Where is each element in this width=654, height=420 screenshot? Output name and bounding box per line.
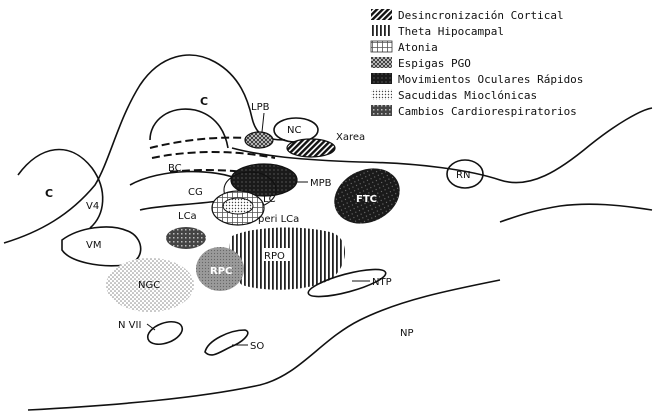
label-lpb: LPB — [251, 102, 270, 113]
label-lca: LCa — [178, 211, 197, 222]
label-ngc: NGC — [138, 280, 160, 291]
cardio-region — [166, 227, 206, 249]
n-vii-nucleus — [145, 317, 186, 348]
label-peri-lca: peri LCa — [258, 214, 299, 225]
swatch-dark-cross-icon — [371, 57, 392, 68]
pons-right-outline — [500, 204, 652, 222]
nuclei — [106, 118, 483, 355]
label-nc: NC — [287, 125, 301, 136]
legend-label: Movimientos Oculares Rápidos — [398, 73, 583, 86]
label-rpc: RPC — [210, 266, 232, 277]
legend-item-sacudidas: Sacudidas Mioclónicas — [371, 89, 537, 102]
swatch-vertical-lines-icon — [371, 25, 392, 36]
legend-label: Theta Hipocampal — [398, 25, 504, 38]
label-cg: CG — [188, 187, 203, 198]
legend-item-pgo: Espigas PGO — [371, 57, 471, 70]
inner-fold-outline — [150, 109, 228, 148]
label-np: NP — [400, 328, 414, 339]
swatch-very-dark-icon — [371, 73, 392, 84]
swatch-dense-hatch-icon — [371, 9, 392, 20]
swatch-dots-icon — [371, 89, 392, 100]
label-c-top: C — [200, 95, 208, 108]
label-ntp: NTP — [372, 277, 392, 288]
legend-label: Desincronización Cortical — [398, 9, 564, 22]
label-c-left: C — [45, 187, 53, 200]
lpb-region — [245, 132, 273, 148]
label-rpo: RPO — [264, 251, 285, 262]
label-n-vii: N VII — [118, 320, 141, 331]
legend-label: Espigas PGO — [398, 57, 471, 70]
label-so: SO — [250, 341, 264, 352]
label-ftc: FTC — [356, 194, 377, 205]
label-vm: VM — [86, 240, 101, 251]
swatch-light-cross-icon — [371, 41, 392, 52]
legend-label: Sacudidas Mioclónicas — [398, 89, 537, 102]
label-rn: RN — [456, 170, 470, 181]
legend-label: Atonia — [398, 41, 438, 54]
label-bc: BC — [168, 163, 182, 174]
label-lc: LC — [263, 194, 276, 205]
legend-item-cardio: Cambios Cardiorespiratorios — [371, 105, 577, 118]
label-v4: V4 — [86, 201, 99, 212]
label-xarea: Xarea — [336, 132, 365, 143]
legend-item-theta: Theta Hipocampal — [371, 25, 504, 38]
legend: Desincronización Cortical Theta Hipocamp… — [371, 9, 583, 118]
legend-item-mor: Movimientos Oculares Rápidos — [371, 73, 583, 86]
lpb-leader — [262, 113, 264, 132]
legend-item-atonia: Atonia — [371, 41, 438, 54]
so-nucleus — [205, 330, 248, 355]
lca-dots-region — [223, 198, 253, 214]
label-mpb: MPB — [310, 178, 332, 189]
xarea-region — [287, 139, 335, 157]
swatch-box-dark-icon — [371, 105, 392, 116]
legend-item-desincronizacion: Desincronización Cortical — [371, 9, 564, 22]
legend-label: Cambios Cardiorespiratorios — [398, 105, 577, 118]
